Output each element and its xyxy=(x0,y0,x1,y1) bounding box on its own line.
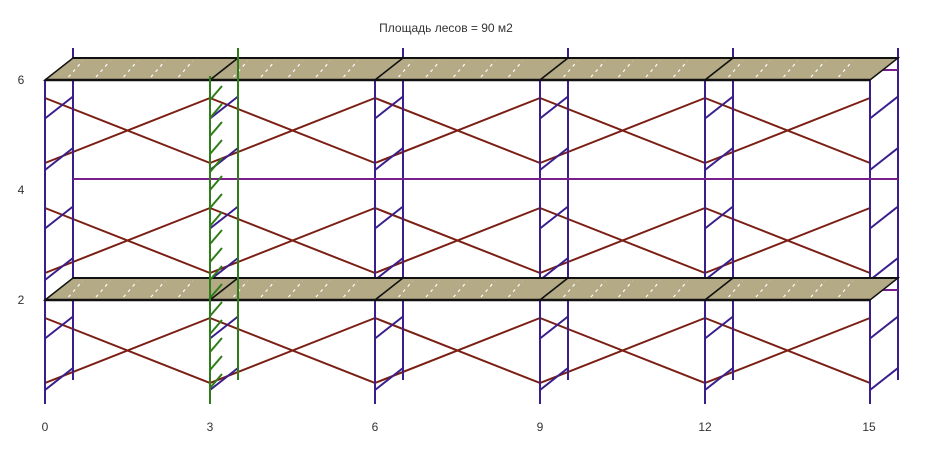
side-tie xyxy=(704,205,734,230)
side-tie xyxy=(539,147,569,171)
side-tie xyxy=(704,367,734,391)
side-tie xyxy=(869,257,899,281)
ladder-rung xyxy=(209,265,223,281)
side-tie xyxy=(44,205,74,230)
x-axis-ticks: 0 3 6 9 12 15 xyxy=(42,420,876,434)
side-tie xyxy=(374,205,404,230)
side-tie xyxy=(44,367,74,391)
access-ladder xyxy=(209,48,239,404)
side-tie xyxy=(539,367,569,391)
y-tick-label: 4 xyxy=(18,183,25,197)
side-tie xyxy=(539,95,569,120)
side-tie xyxy=(209,95,239,120)
y-axis-ticks: 2 4 6 xyxy=(18,73,25,307)
ladder-rung xyxy=(209,337,223,353)
side-tie xyxy=(374,95,404,120)
side-tie xyxy=(869,95,899,120)
ladder-rung xyxy=(209,301,223,317)
ladder-rung xyxy=(209,229,223,245)
deck-board xyxy=(372,57,571,81)
side-tie xyxy=(539,205,569,230)
side-tie xyxy=(374,367,404,391)
ladder-rung xyxy=(209,85,223,101)
side-tie xyxy=(44,95,74,120)
side-tie xyxy=(374,257,404,281)
x-tick-label: 3 xyxy=(207,420,214,434)
x-tick-label: 15 xyxy=(862,420,876,434)
side-tie xyxy=(539,315,569,340)
side-tie xyxy=(44,147,74,171)
ladder-rung xyxy=(209,319,223,335)
diagram-title: Площадь лесов = 90 м2 xyxy=(379,21,513,35)
side-tie xyxy=(704,315,734,340)
side-tie xyxy=(869,315,899,340)
side-tie xyxy=(209,315,239,340)
side-tie xyxy=(704,95,734,120)
ladder-rung xyxy=(209,193,223,209)
x-tick-label: 9 xyxy=(537,420,544,434)
side-tie xyxy=(209,257,239,281)
side-tie xyxy=(209,205,239,230)
side-tie xyxy=(44,315,74,340)
y-tick-label: 6 xyxy=(18,73,25,87)
ladder-rung xyxy=(209,175,223,191)
ladder-rung xyxy=(209,211,223,227)
ladder-rung xyxy=(209,283,223,299)
deck-board xyxy=(702,57,901,81)
ladder-rung xyxy=(209,121,223,137)
x-tick-label: 0 xyxy=(42,420,49,434)
cross-braces xyxy=(44,97,871,384)
y-tick-label: 2 xyxy=(18,293,25,307)
deck-platforms xyxy=(42,57,901,302)
side-tie xyxy=(704,147,734,171)
scaffold-frames xyxy=(44,48,899,404)
ladder-rung xyxy=(209,355,223,371)
side-tie xyxy=(869,205,899,230)
x-tick-label: 6 xyxy=(372,420,379,434)
side-tie xyxy=(704,257,734,281)
side-tie xyxy=(209,367,239,391)
side-tie xyxy=(374,147,404,171)
ladder-rung xyxy=(209,247,223,263)
side-tie xyxy=(44,257,74,281)
deck-board xyxy=(372,277,571,301)
ladder-rung xyxy=(209,139,223,155)
side-tie xyxy=(869,367,899,391)
ladder-rung xyxy=(209,103,223,119)
x-tick-label: 12 xyxy=(698,420,712,434)
side-tie xyxy=(374,315,404,340)
deck-board xyxy=(537,277,736,301)
deck-board xyxy=(537,57,736,81)
deck-board xyxy=(702,277,901,301)
side-tie xyxy=(869,147,899,171)
side-tie xyxy=(539,257,569,281)
ladder-rung xyxy=(209,157,223,173)
ladder-rung xyxy=(209,373,223,389)
